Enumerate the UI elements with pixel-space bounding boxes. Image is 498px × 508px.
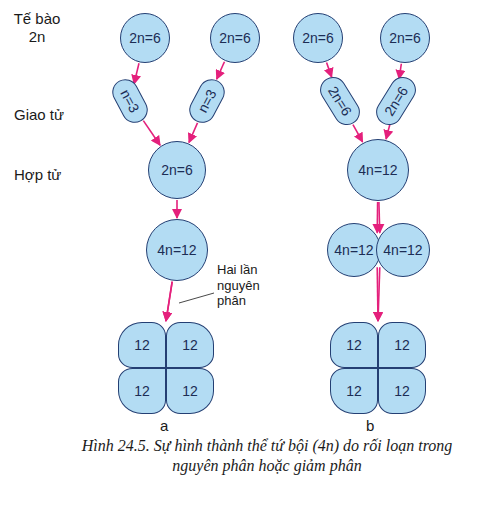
callout-label: Hai lần nguyên phân [217,262,269,309]
daughter-cell: 12 [166,368,214,414]
gamete-cell: 2n=6 [371,72,421,130]
daughter-cell: 12 [118,368,166,414]
arrow-connector [189,123,198,143]
arrow-connector [353,125,363,142]
arrow-connector [166,282,172,321]
row-label: Tế bào 2n [8,10,66,46]
daughter-cell: 12 [166,322,214,368]
node-text: 12 [182,383,198,399]
node-text: 4n=12 [383,242,422,258]
node-text: n=3 [194,87,219,115]
arrow-connector [378,202,380,233]
row-label: Hợp tử [14,166,84,184]
node-text: n=3 [117,87,142,115]
cell-circle: 2n=6 [380,13,430,63]
node-text: 2n=6 [302,30,334,46]
arrow-connector [378,267,380,321]
arrow-connector [376,267,378,321]
panel-letter: b [366,417,386,435]
daughter-cell: 12 [330,368,378,414]
arrow-connector [176,200,178,218]
node-text: 12 [346,337,362,353]
node-text: 2n=6 [219,30,251,46]
cell-circle: 4n=12 [376,223,430,277]
cell-circle: 4n=12 [347,139,409,201]
gamete-cell: n=3 [108,75,153,128]
arrow-connector [376,202,378,233]
arrow-connector [134,63,139,84]
daughter-cell: 12 [378,322,426,368]
cell-circle: 2n=6 [293,13,343,63]
cell-circle: 4n=12 [327,223,381,277]
arrow-connector [217,62,225,79]
cell-circle: 4n=12 [146,219,208,281]
daughter-cell: 12 [330,322,378,368]
node-text: 12 [346,383,362,399]
node-text: 2n=6 [161,162,193,178]
node-text: 2n=6 [381,83,411,118]
arrow-connector [166,282,172,321]
panel-letter: a [160,417,180,435]
gamete-cell: n=3 [185,75,230,128]
node-text: 12 [182,337,198,353]
node-text: 4n=12 [334,242,373,258]
cell-circle: 2n=6 [210,13,260,63]
leader-line [179,293,214,303]
node-text: 2n=6 [325,83,355,118]
node-text: 4n=12 [157,242,196,258]
daughter-cell: 12 [118,322,166,368]
cell-circle: 2n=6 [120,13,170,63]
arrow-connector [143,121,160,146]
node-text: 2n=6 [129,30,161,46]
cell-circle: 2n=6 [148,141,206,199]
arrow-connector [327,63,332,78]
node-text: 12 [134,383,150,399]
gamete-cell: 2n=6 [315,72,365,130]
arrow-connector [386,124,390,139]
node-text: 12 [134,337,150,353]
node-text: 12 [394,337,410,353]
node-text: 4n=12 [358,162,397,178]
figure-caption: Hình 24.5. Sự hình thành thể tứ bội (4n)… [62,436,472,476]
node-text: 12 [394,383,410,399]
node-text: 2n=6 [389,30,421,46]
daughter-cell: 12 [378,368,426,414]
row-label: Giao tử [14,106,84,124]
